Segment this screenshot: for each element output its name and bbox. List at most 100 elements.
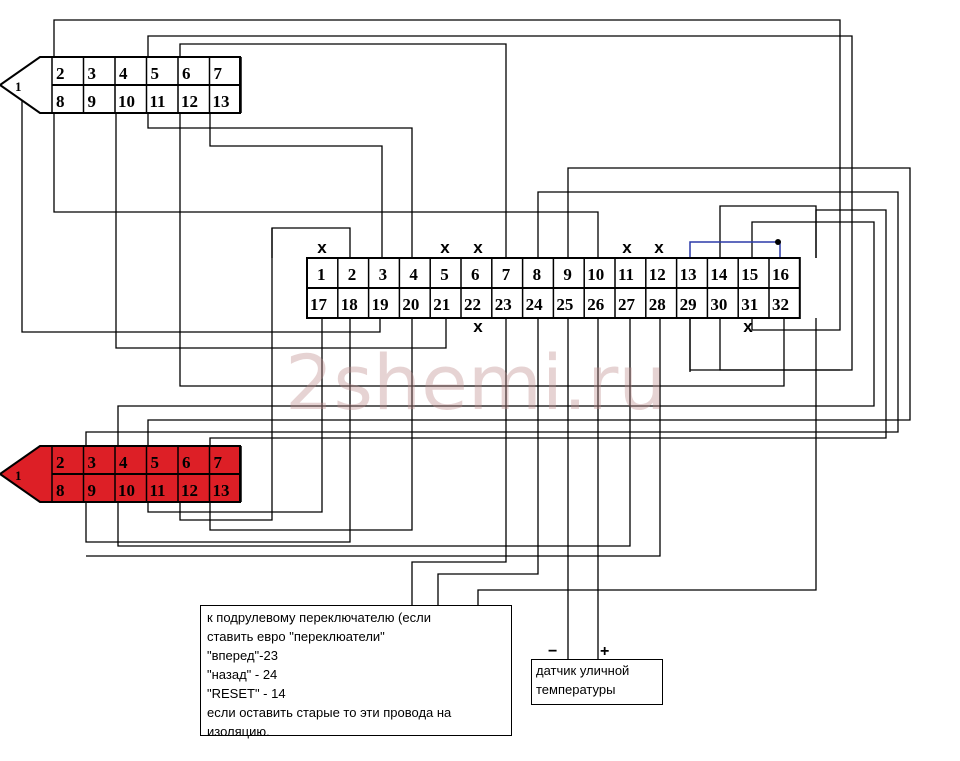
- wire: [209, 318, 413, 531]
- pin-label: 25: [556, 295, 573, 314]
- note-line: "назад" - 24: [207, 667, 278, 682]
- pin-label: 7: [214, 64, 223, 83]
- wire: [85, 191, 899, 446]
- pin-label: 12: [181, 481, 198, 500]
- pin-label: 5: [151, 453, 160, 472]
- wire: [115, 113, 447, 349]
- pin-label: 1: [317, 265, 326, 284]
- pin-label: 4: [119, 64, 128, 83]
- pin-label: 19: [372, 295, 389, 314]
- sensor-minus-label: −: [548, 643, 558, 660]
- pin-label: 28: [649, 295, 666, 314]
- pin-label: 30: [710, 295, 727, 314]
- pin-label: 24: [526, 295, 544, 314]
- wire: [209, 209, 887, 446]
- wire: [85, 318, 351, 543]
- unused-pin-marker: x: [743, 317, 753, 336]
- unused-pin-marker: x: [622, 238, 632, 257]
- pin-label: 7: [502, 265, 511, 284]
- pin-label: 13: [213, 481, 230, 500]
- unused-pin-marker: x: [473, 238, 483, 257]
- wire: [179, 228, 273, 521]
- sensor-label-line: температуры: [536, 682, 616, 697]
- pin-label: 8: [533, 265, 542, 284]
- wire: [437, 318, 539, 605]
- pin-label: 14: [710, 265, 728, 284]
- pin-label: 13: [680, 265, 697, 284]
- pin-label: 17: [310, 295, 328, 314]
- note-line: "RESET" - 14: [207, 686, 286, 701]
- pin-label: 11: [618, 265, 634, 284]
- sensor-label-line: датчик уличной: [536, 663, 630, 678]
- pin-label: 8: [56, 481, 65, 500]
- wire: [21, 85, 381, 333]
- pin-label: 7: [214, 453, 223, 472]
- wire: [209, 113, 383, 258]
- pin-label: 23: [495, 295, 512, 314]
- wire: [179, 113, 785, 387]
- wire: [147, 113, 413, 258]
- wire: [53, 113, 599, 258]
- wire: [147, 35, 853, 371]
- pin-label: 9: [88, 481, 97, 500]
- pin-label: 18: [341, 295, 358, 314]
- unused-pin-marker: x: [317, 238, 327, 257]
- pin-label: 1: [15, 468, 22, 483]
- pin-label: 9: [88, 92, 97, 111]
- watermark: 2shemi.ru: [285, 338, 667, 427]
- note-line: если оставить старые то эти провода на: [207, 705, 452, 720]
- pin-label: 11: [150, 92, 166, 111]
- pin-label: 4: [409, 265, 418, 284]
- pin-label: 5: [151, 64, 160, 83]
- wire: [179, 43, 507, 258]
- blue-wires: [689, 239, 781, 258]
- wire: [689, 318, 840, 371]
- pin-label: 9: [563, 265, 572, 284]
- pin-label: 6: [471, 265, 480, 284]
- pin-label: 2: [56, 64, 65, 83]
- pin-label: 5: [440, 265, 449, 284]
- wire: [86, 318, 661, 557]
- wire: [147, 167, 911, 446]
- pin-label: 21: [433, 295, 450, 314]
- pin-label: 10: [118, 92, 135, 111]
- pin-label: 20: [402, 295, 419, 314]
- temperature-sensor-box: датчик уличной температуры: [531, 659, 663, 705]
- pin-label: 2: [348, 265, 357, 284]
- junction-dot: [775, 239, 781, 245]
- note-line: ставить евро "переклюатели": [207, 629, 385, 644]
- pin-label: 22: [464, 295, 481, 314]
- pin-label: 4: [119, 453, 128, 472]
- note-line: "вперед"-23: [207, 648, 278, 663]
- wire: [719, 205, 817, 258]
- pin-label: 15: [741, 265, 758, 284]
- note-line: к подрулевому переключателю (если: [207, 610, 431, 625]
- wire: [411, 318, 507, 605]
- pin-label: 27: [618, 295, 636, 314]
- wire: [117, 318, 631, 547]
- pin-label: 3: [88, 64, 97, 83]
- wire: [477, 318, 817, 605]
- pin-label: 10: [118, 481, 135, 500]
- pin-label: 32: [772, 295, 789, 314]
- pin-label: 26: [587, 295, 604, 314]
- pin-label: 13: [213, 92, 230, 111]
- note-line: изоляцию.: [207, 724, 270, 739]
- steering-switch-note: к подрулевому переключателю (если ставит…: [200, 605, 512, 739]
- unused-pin-marker: x: [654, 238, 664, 257]
- sensor-plus-label: +: [600, 643, 610, 660]
- pin-label: 3: [379, 265, 388, 284]
- pin-label: 12: [649, 265, 666, 284]
- pin-label: 3: [88, 453, 97, 472]
- pin-label: 31: [741, 295, 758, 314]
- pin-label: 10: [587, 265, 604, 284]
- unused-pin-marker: x: [473, 317, 483, 336]
- pin-label: 8: [56, 92, 65, 111]
- wire: [271, 227, 351, 258]
- pin-label: 6: [182, 453, 191, 472]
